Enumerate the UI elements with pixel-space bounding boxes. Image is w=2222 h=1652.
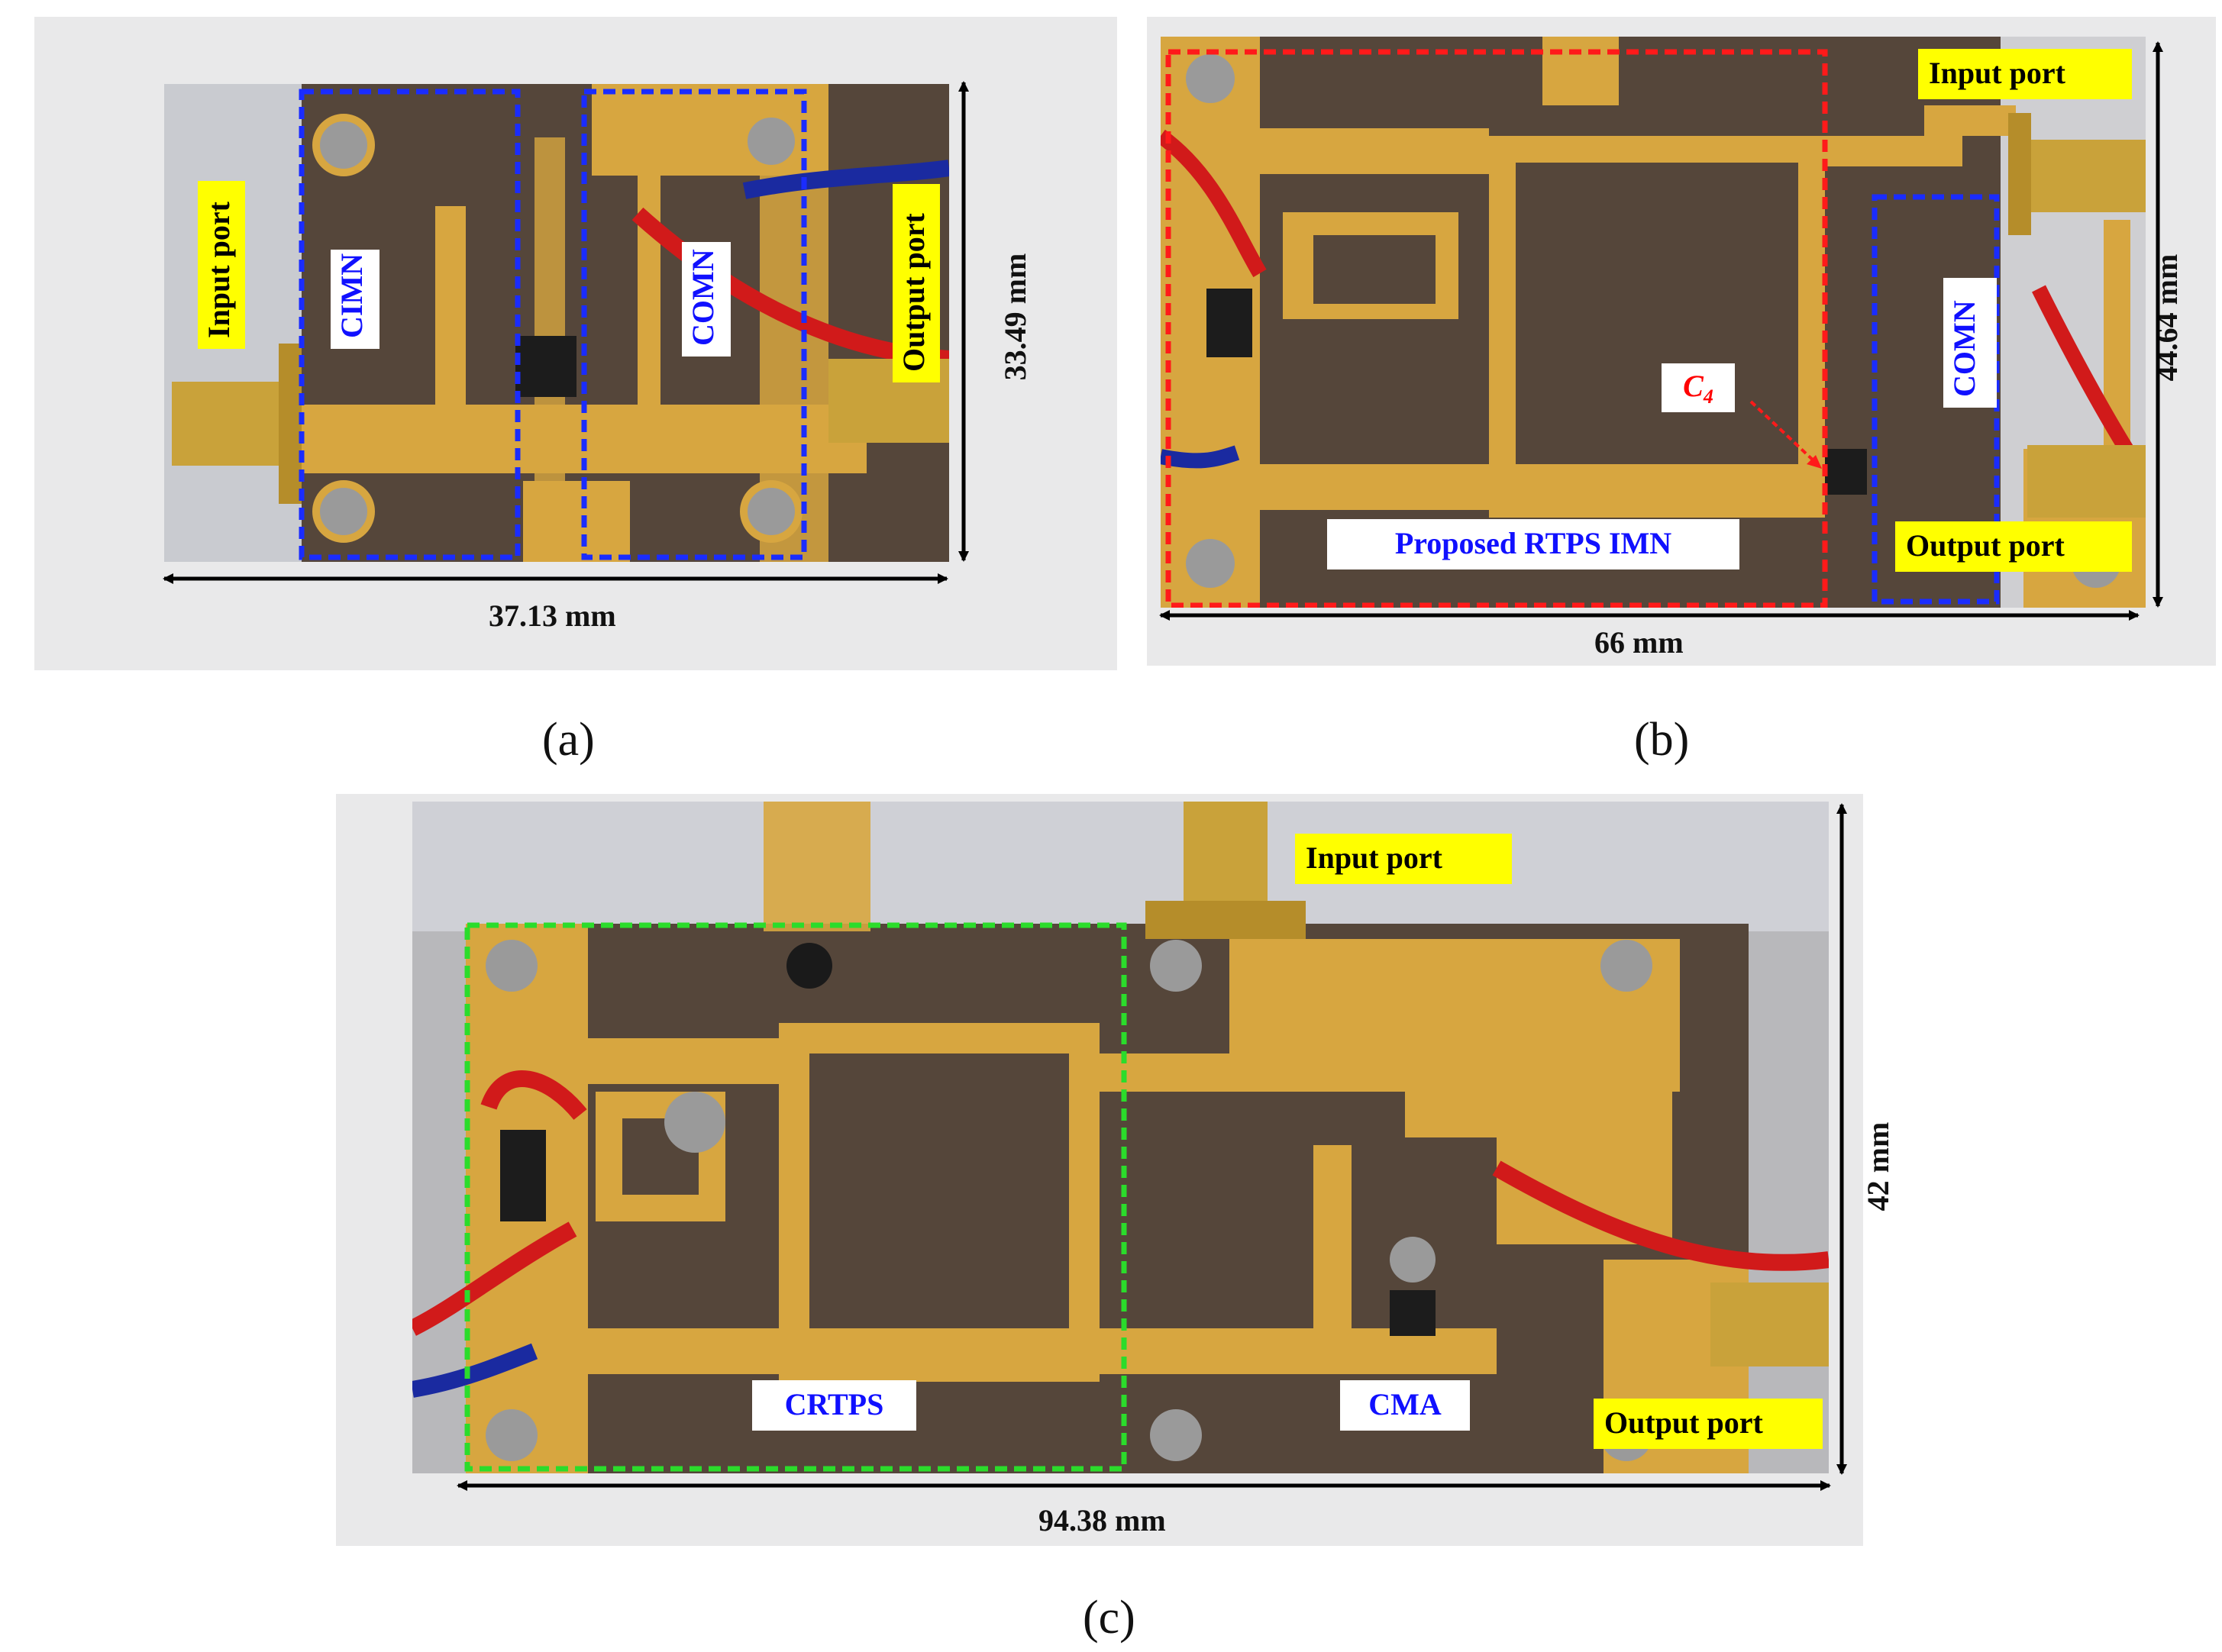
- b-width-dimension: 66 mm: [1594, 625, 1684, 660]
- a-width-dimension: 37.13 mm: [489, 599, 616, 633]
- c-input-port-label: Input port: [1295, 834, 1512, 884]
- b-c4-subscript: 4: [1703, 386, 1713, 408]
- c-crtps-label: CRTPS: [752, 1380, 916, 1431]
- c-width-dimension: 94.38 mm: [1038, 1503, 1166, 1537]
- a-caption: (a): [542, 714, 595, 766]
- b-caption: (b): [1634, 714, 1690, 766]
- c-cma-label: CMA: [1340, 1380, 1470, 1431]
- b-c4-label: C4: [1662, 363, 1735, 412]
- photo-c-pcb: [412, 802, 1829, 1473]
- b-imn-label: Proposed RTPS IMN: [1327, 519, 1739, 569]
- b-output-port-label: Output port: [1895, 521, 2132, 572]
- b-c4-letter: C: [1683, 369, 1704, 403]
- photo-a-pcb: [164, 84, 949, 562]
- c-caption: (c): [1083, 1592, 1135, 1644]
- b-input-port-label: Input port: [1918, 49, 2132, 99]
- c-output-port-label: Output port: [1594, 1399, 1823, 1449]
